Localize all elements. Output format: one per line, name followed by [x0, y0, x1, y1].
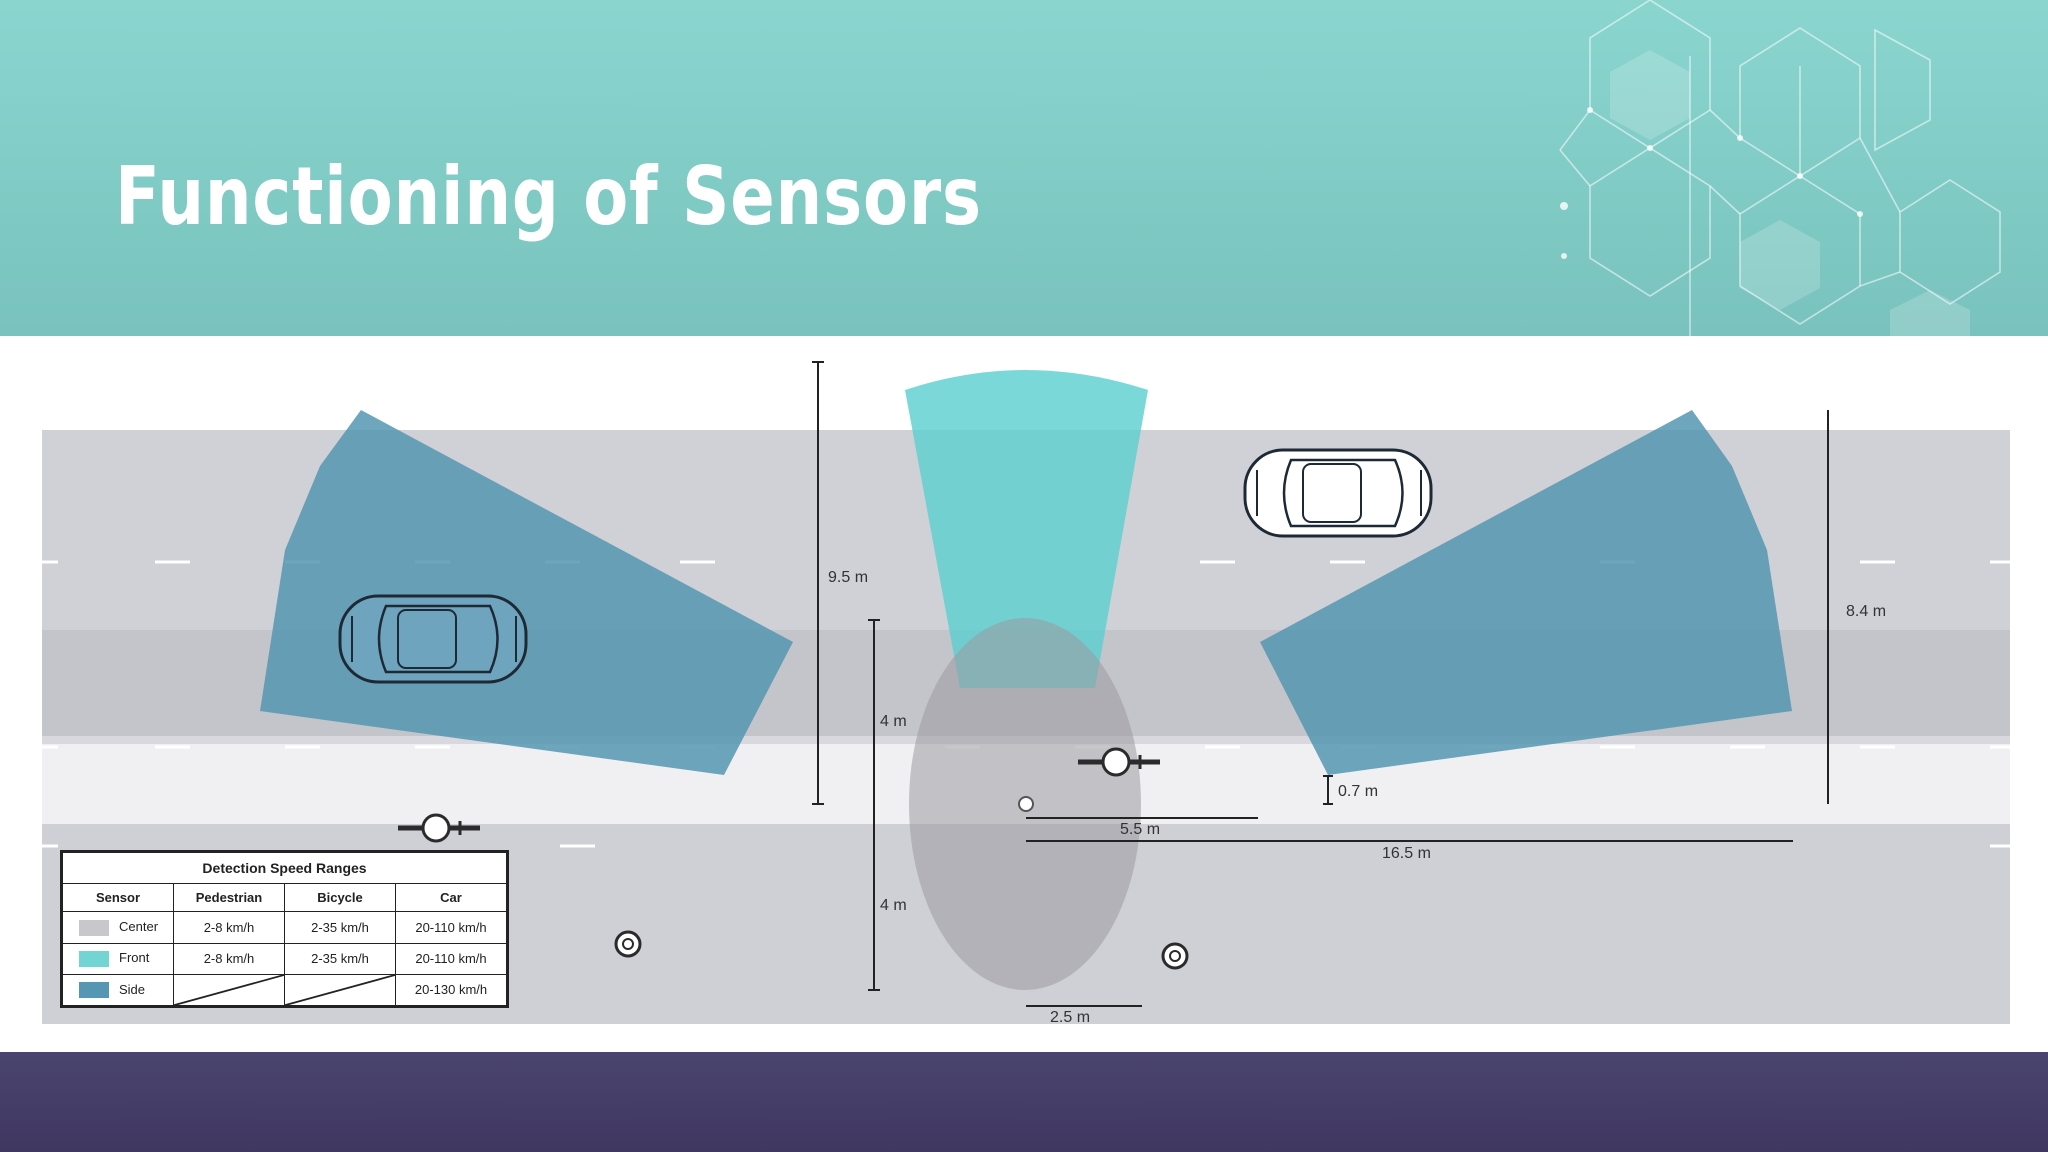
legend-cell: 2-8 km/h — [173, 942, 285, 975]
bicycle-center-icon — [1078, 747, 1160, 777]
legend-row-side: Side 20-130 km/h — [62, 973, 507, 1007]
slide-header: Functioning of Sensors — [0, 0, 2048, 336]
sensor-origin-marker — [1018, 796, 1034, 812]
pedestrian-right-icon — [1161, 942, 1189, 970]
car-right-icon — [1243, 448, 1433, 538]
legend-sensor-label: Front — [119, 950, 150, 966]
sensor-coverage-diagram: 9.5 m 4 m 4 m 5.5 m 16.5 m 0.7 m 8.4 m 2… — [42, 361, 2010, 1026]
dim-label-8-4: 8.4 m — [1846, 603, 1886, 620]
legend-cell: 2-35 km/h — [284, 911, 396, 944]
legend-cell-not-applicable — [173, 973, 285, 1007]
side-swatch — [79, 982, 109, 999]
dim-label-5-5: 5.5 m — [1120, 821, 1160, 838]
hexagon-network-decoration — [1559, 0, 2001, 336]
slide-title: Functioning of Sensors — [115, 150, 982, 243]
legend-header-car: Car — [395, 882, 507, 913]
car-left-icon — [338, 594, 528, 684]
legend-caption: Detection Speed Ranges — [62, 852, 507, 884]
legend-cell: 2-35 km/h — [284, 942, 396, 975]
front-swatch — [79, 950, 109, 967]
legend-sensor-label: Side — [119, 981, 146, 997]
dim-label-0-7: 0.7 m — [1338, 783, 1378, 800]
legend-cell: 20-130 km/h — [395, 973, 507, 1007]
slide-footer — [0, 1052, 2048, 1152]
legend-cell: 2-8 km/h — [173, 911, 285, 944]
dim-label-16-5: 16.5 m — [1382, 845, 1431, 862]
dim-label-4-top: 4 m — [880, 713, 907, 730]
legend-cell: 20-110 km/h — [395, 911, 507, 944]
dim-label-2-5: 2.5 m — [1050, 1009, 1090, 1026]
legend-header-sensor: Sensor — [62, 882, 174, 913]
dim-label-4-bottom: 4 m — [880, 897, 907, 914]
legend-row-center: Center 2-8 km/h 2-35 km/h 20-110 km/h — [62, 911, 507, 944]
legend-cell-not-applicable — [284, 973, 396, 1007]
legend-row-front: Front 2-8 km/h 2-35 km/h 20-110 km/h — [62, 942, 507, 975]
legend-table: Detection Speed Ranges Sensor Pedestrian… — [62, 852, 507, 1007]
side-sensor-zone-right — [1260, 410, 1792, 775]
front-sensor-zone — [905, 370, 1148, 688]
legend-sensor-label: Center — [119, 919, 159, 935]
legend-header-pedestrian: Pedestrian — [173, 882, 285, 913]
legend-cell: 20-110 km/h — [395, 942, 507, 975]
center-swatch — [79, 919, 109, 936]
detection-speed-legend: Detection Speed Ranges Sensor Pedestrian… — [60, 850, 509, 1008]
side-sensor-zone-left — [260, 410, 793, 775]
dim-label-9-5: 9.5 m — [828, 569, 868, 586]
legend-header-bicycle: Bicycle — [284, 882, 396, 913]
bicycle-left-icon — [398, 813, 480, 843]
pedestrian-left-icon — [614, 930, 642, 958]
